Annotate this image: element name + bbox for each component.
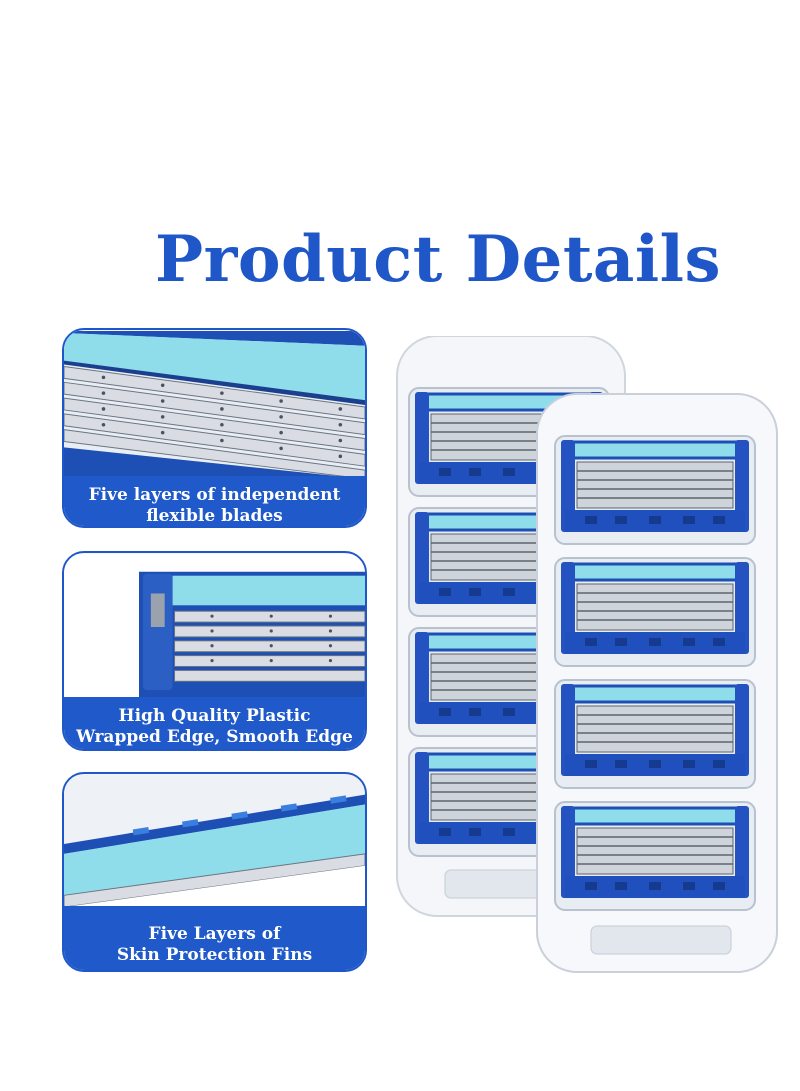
caption-line-2: Wrapped Edge, Smooth Edge (76, 727, 353, 747)
feature-caption: Five layers of independent flexible blad… (64, 476, 365, 526)
caption-line-2: flexible blades (146, 506, 283, 526)
caption-line-1: Five Layers of (148, 924, 281, 944)
feature-card-skin-fins: Five Layers of Skin Protection Fins (62, 772, 367, 972)
edge-closeup-image (64, 553, 365, 703)
page-title: Product Details (154, 222, 722, 297)
caption-line-1: High Quality Plastic (118, 706, 311, 726)
caption-line-1: Five layers of independent (88, 485, 341, 505)
feature-caption: Five Layers of Skin Protection Fins (64, 906, 365, 970)
feature-card-plastic-edge: High Quality Plastic Wrapped Edge, Smoot… (62, 551, 367, 751)
caption-line-2: Skin Protection Fins (116, 945, 313, 965)
blade-closeup-image (64, 330, 365, 480)
feature-caption: High Quality Plastic Wrapped Edge, Smoot… (64, 697, 365, 749)
feature-card-blades: Five layers of independent flexible blad… (62, 328, 367, 528)
razor-cartridge-stacks-image (396, 336, 778, 973)
fins-closeup-image (64, 774, 365, 914)
